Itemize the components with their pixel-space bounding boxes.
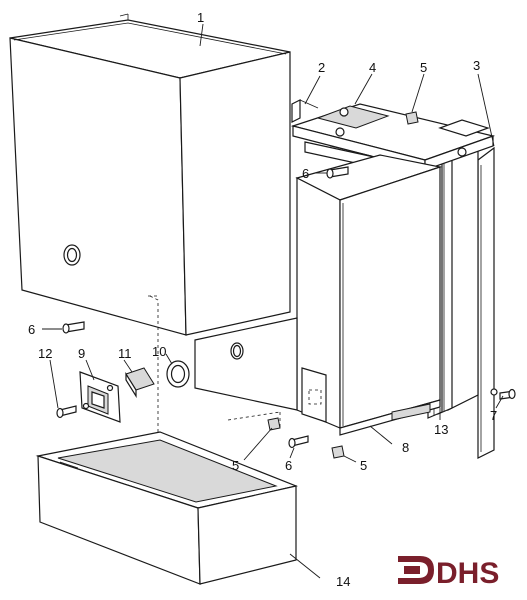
label-part-13: 13 bbox=[434, 422, 448, 437]
dhs-logo: DHS bbox=[398, 556, 499, 590]
screw-6-left bbox=[62, 321, 85, 334]
label-part-5-bottom: 5 bbox=[360, 458, 367, 473]
back-panel bbox=[194, 317, 298, 411]
leader-lines bbox=[42, 23, 504, 579]
part-10-ring bbox=[166, 360, 190, 388]
label-part-6-left: 6 bbox=[28, 322, 35, 337]
part-9-connector-plate bbox=[79, 371, 121, 423]
part-2-bracket bbox=[291, 99, 319, 123]
nut-5-bottom bbox=[331, 445, 345, 459]
logo-text: DHS bbox=[436, 557, 499, 590]
label-part-5-left: 5 bbox=[232, 458, 239, 473]
label-part-6-bottom: 6 bbox=[285, 458, 292, 473]
label-part-11: 11 bbox=[118, 346, 132, 361]
label-part-5-top: 5 bbox=[420, 60, 427, 75]
part-1-outer-casing bbox=[9, 13, 291, 336]
screw-12 bbox=[56, 405, 77, 419]
label-part-10: 10 bbox=[152, 344, 166, 359]
screw-7 bbox=[499, 388, 516, 400]
label-part-12: 12 bbox=[38, 346, 52, 361]
logo-mark-icon bbox=[398, 556, 434, 584]
screw-6-bottom bbox=[288, 435, 309, 449]
label-part-14: 14 bbox=[336, 574, 350, 589]
nut-5-top bbox=[405, 111, 419, 125]
label-part-1: 1 bbox=[197, 10, 204, 25]
part-14-bottom-tray bbox=[35, 431, 299, 585]
part-8-case-body bbox=[295, 154, 443, 436]
label-part-3: 3 bbox=[473, 58, 480, 73]
label-part-9: 9 bbox=[78, 346, 85, 361]
label-part-4: 4 bbox=[369, 60, 376, 75]
screw-6-top bbox=[326, 166, 349, 179]
label-part-7: 7 bbox=[490, 408, 497, 423]
label-part-8: 8 bbox=[402, 440, 409, 455]
nut-5-left bbox=[267, 417, 281, 431]
label-part-6-top: 6 bbox=[302, 166, 309, 181]
part-11-grommet bbox=[125, 367, 155, 399]
label-part-2: 2 bbox=[318, 60, 325, 75]
